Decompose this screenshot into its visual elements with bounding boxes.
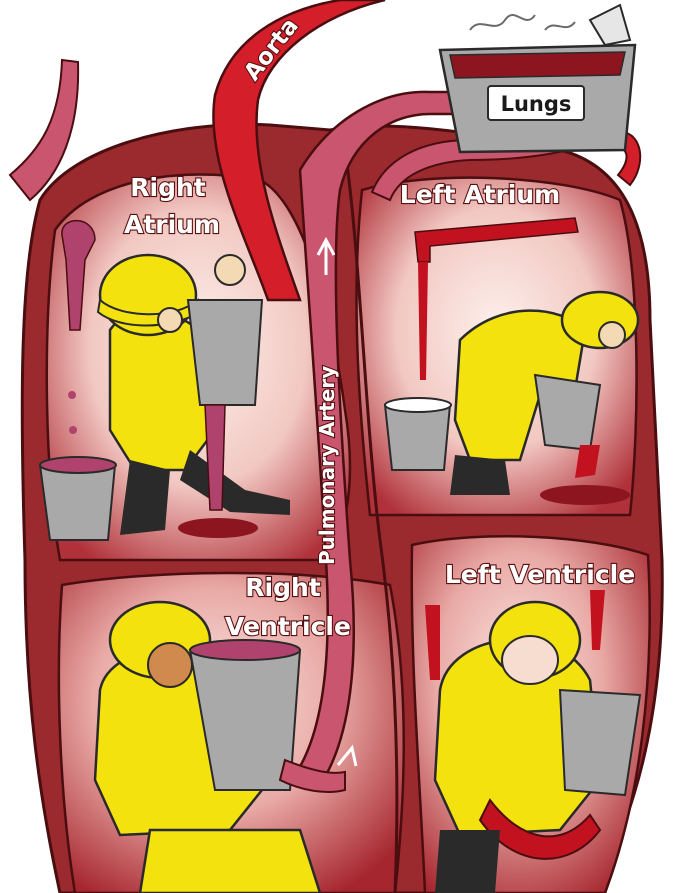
left-atrium-label: Left Atrium: [400, 180, 560, 209]
pulmonary-artery-tube: [296, 90, 472, 787]
blood-drip: [61, 219, 96, 331]
septum: [343, 149, 399, 893]
right-ventricle-label-2: Ventricle: [225, 612, 351, 641]
bucket-icon: [533, 373, 602, 452]
firefighter-left-atrium: [383, 217, 640, 505]
firefighter-right-ventricle: [93, 600, 346, 893]
arrow-icon: [316, 236, 336, 275]
right-atrium-label-1: Right: [130, 173, 206, 202]
bucket-icon: [558, 688, 642, 797]
arrow-icon: [336, 744, 358, 767]
vena-cava: [8, 58, 80, 202]
bucket-icon: [186, 299, 264, 406]
lungs-label-box: [487, 85, 585, 121]
lungs-machine: [438, 3, 637, 154]
firefighter-left-ventricle: [425, 590, 642, 893]
right-atrium-label-2: Atrium: [124, 210, 220, 239]
bucket-icon: [38, 464, 117, 541]
pulmonary-artery-label: Pulmonary Artery: [315, 366, 339, 565]
bucket-icon: [383, 404, 452, 471]
lungs-label: Lungs: [501, 92, 572, 116]
aorta-tube: [212, 0, 386, 302]
right-ventricle-label-1: Right: [245, 573, 321, 602]
hose: [478, 798, 602, 860]
firefighter-right-atrium: [38, 219, 290, 541]
hose: [278, 758, 346, 793]
left-ventricle-label: Left Ventricle: [445, 560, 635, 589]
